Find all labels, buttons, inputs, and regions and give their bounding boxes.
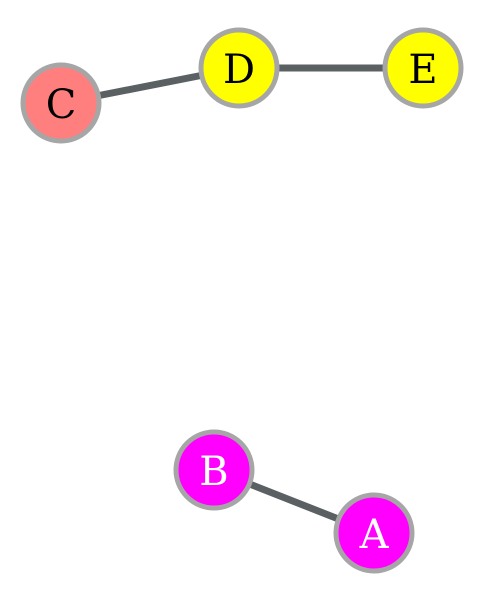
node-a[interactable]: A bbox=[333, 492, 415, 574]
node-c-label: C bbox=[46, 82, 77, 128]
node-d-label: D bbox=[223, 47, 255, 93]
node-d-circle bbox=[198, 27, 280, 109]
node-e-circle bbox=[382, 27, 464, 109]
node-a-circle bbox=[333, 492, 415, 574]
node-e-label: E bbox=[408, 47, 437, 93]
node-d[interactable]: D bbox=[198, 27, 280, 109]
node-b[interactable]: B bbox=[173, 429, 255, 511]
node-c[interactable]: C bbox=[20, 62, 102, 144]
node-a-label: A bbox=[359, 512, 390, 558]
node-b-label: B bbox=[199, 449, 228, 495]
node-e[interactable]: E bbox=[382, 27, 464, 109]
node-c-circle bbox=[20, 62, 102, 144]
node-b-circle bbox=[173, 429, 255, 511]
